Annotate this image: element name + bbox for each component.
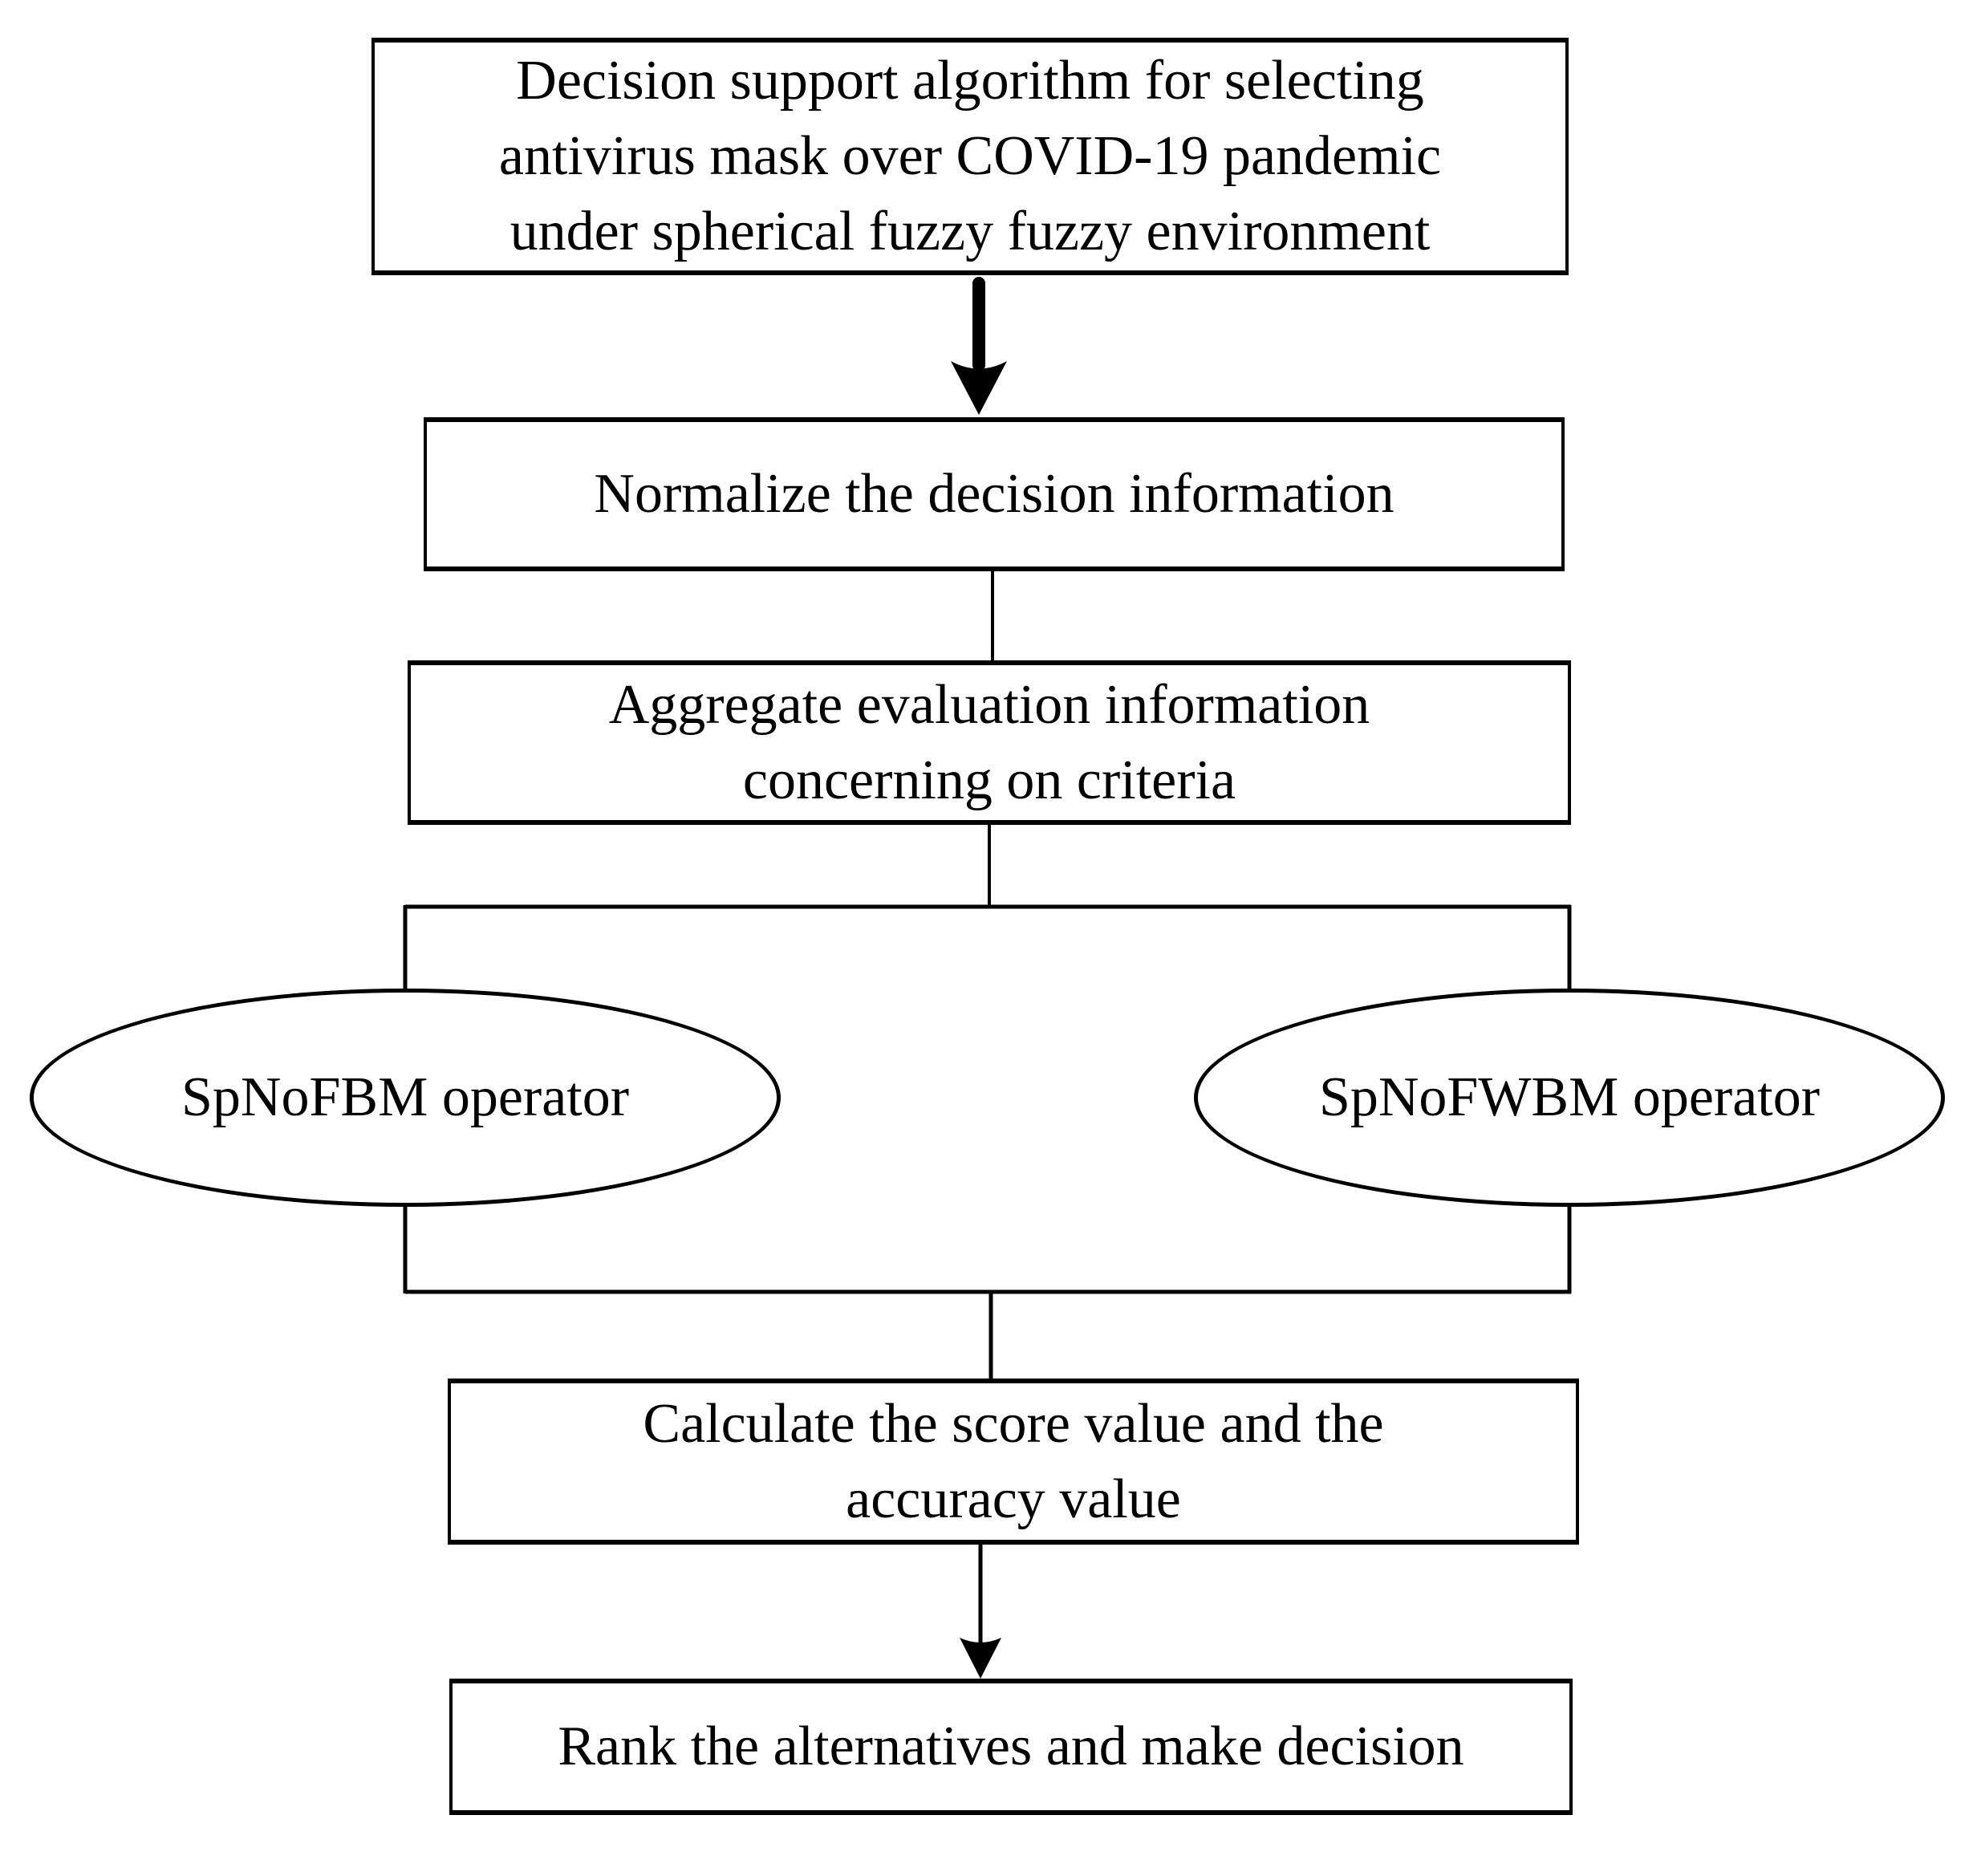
node-title-box: Decision support algorithm for selecting… (371, 38, 1569, 275)
node-text-line: Aggregate evaluation information (608, 673, 1370, 736)
node-text-line: SpNoFBM operator (181, 1066, 630, 1128)
node-text-line: antivirus mask over COVID-19 pandemic (498, 125, 1442, 187)
node-normalize-box: Normalize the decision information (424, 417, 1565, 571)
node-text-line: concerning on criteria (742, 749, 1236, 811)
node-text-line: Normalize the decision information (594, 463, 1394, 525)
node-aggregate-box: Aggregate evaluation information concern… (408, 660, 1571, 825)
node-text-line: Rank the alternatives and make decision (558, 1716, 1464, 1777)
node-text-line: Calculate the score value and the (643, 1392, 1384, 1455)
node-text-line: SpNoFWBM operator (1318, 1066, 1821, 1128)
node-rank-box: Rank the alternatives and make decision (449, 1679, 1573, 1815)
node-text-line: Decision support algorithm for selecting (516, 50, 1424, 112)
node-text-line: under spherical fuzzy fuzzy environment (509, 201, 1431, 262)
thin-down-arrow-icon (960, 1545, 1001, 1679)
node-text-line: accuracy value (846, 1468, 1181, 1530)
node-spnofwbm-ellipse: SpNoFWBM operator (1194, 989, 1945, 1207)
node-spnofbm-ellipse: SpNoFBM operator (30, 989, 781, 1207)
thick-down-arrow-icon (951, 277, 1007, 415)
node-calculate-box: Calculate the score value and the accura… (448, 1379, 1579, 1545)
